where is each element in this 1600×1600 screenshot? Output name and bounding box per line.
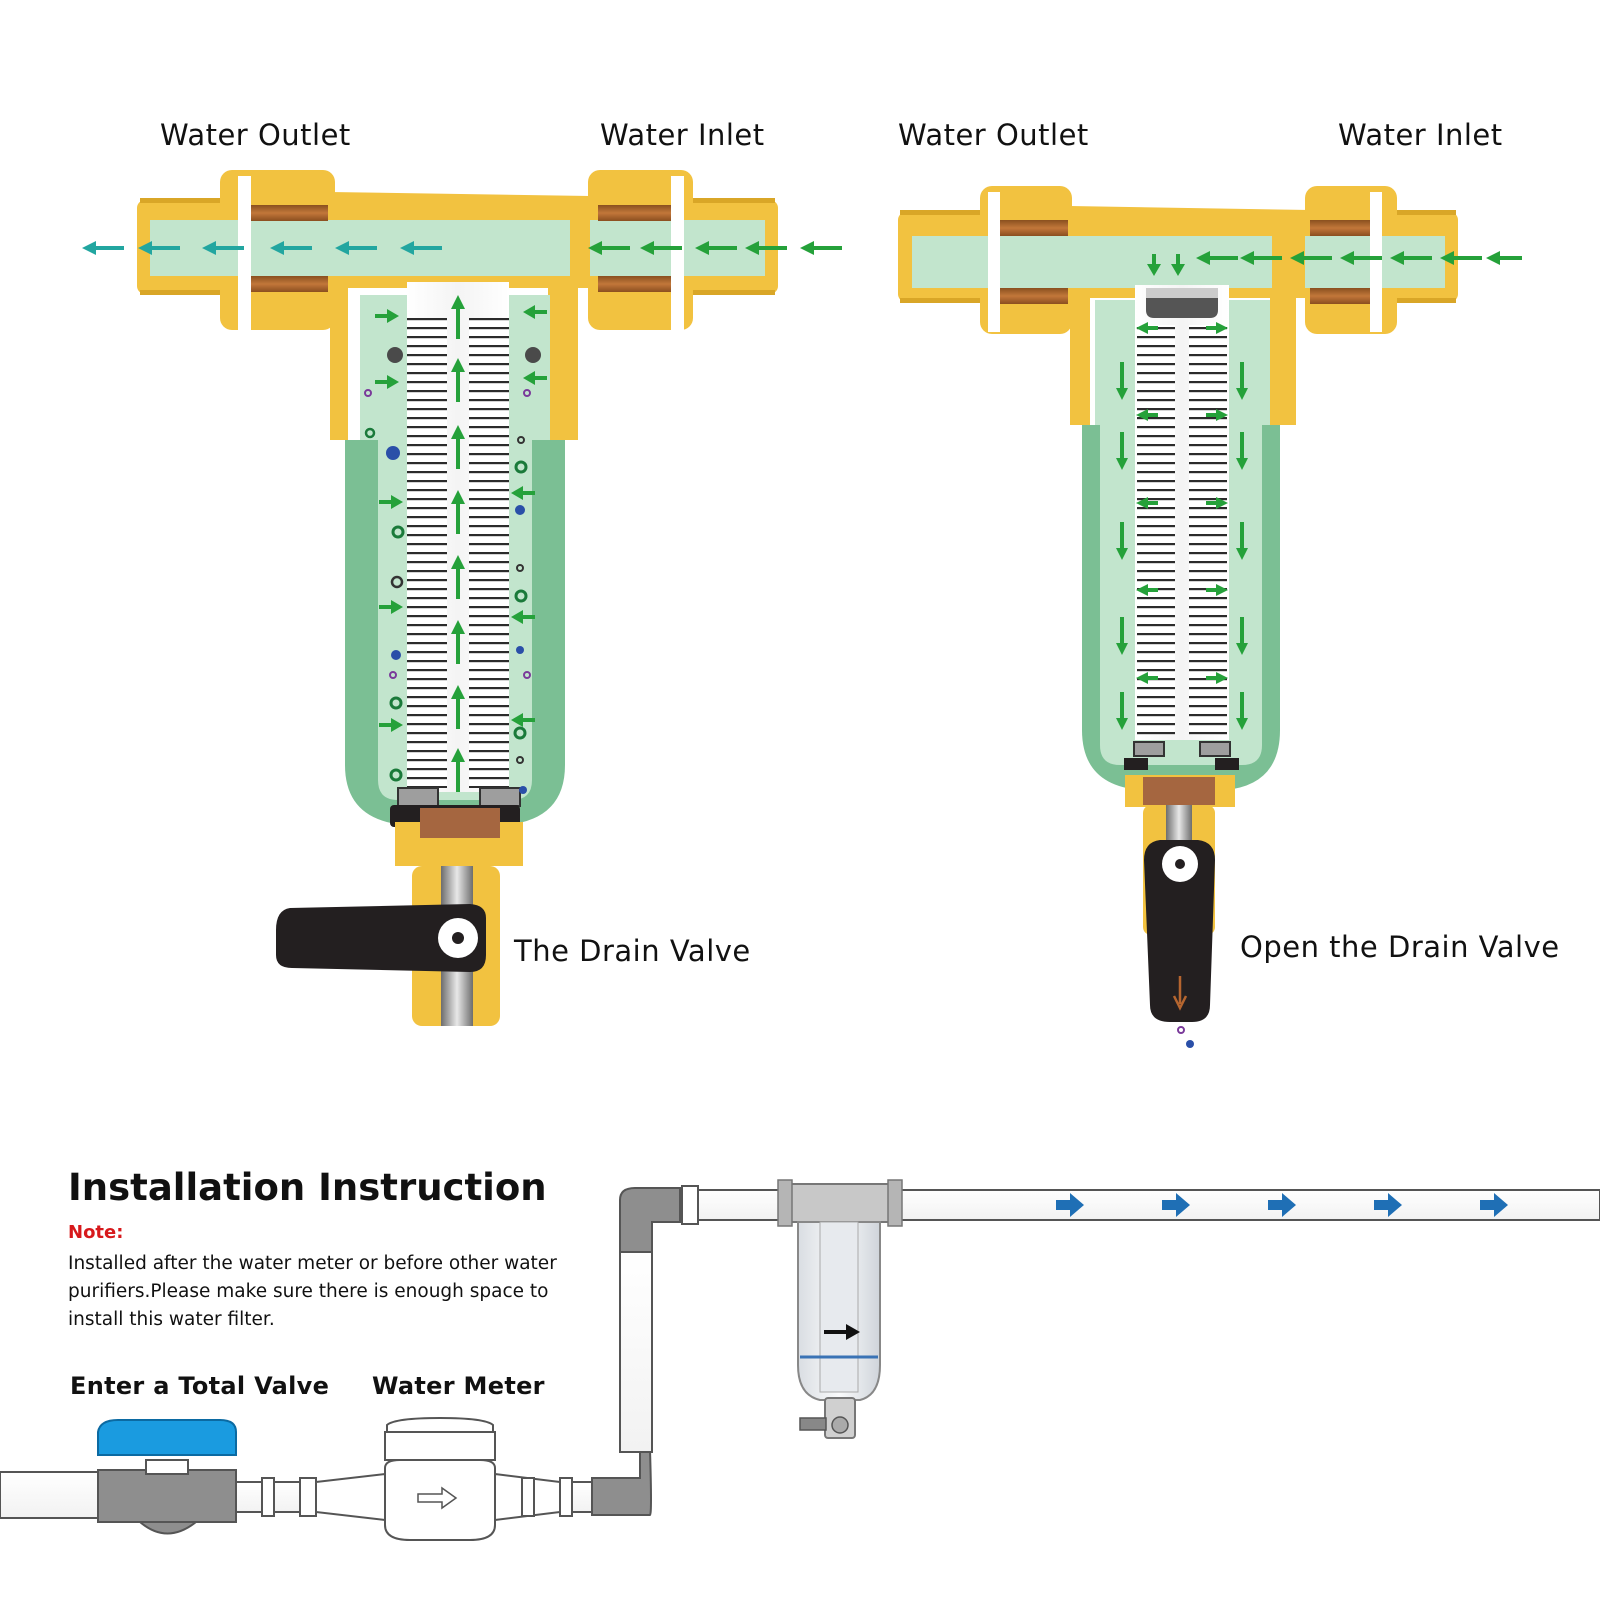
drain-valve-label: The Drain Valve	[514, 934, 751, 968]
installation-title: Installation Instruction	[68, 1166, 547, 1209]
small-filter-icon	[777, 1179, 903, 1439]
left-flow-arrows	[82, 241, 842, 792]
open-drain-valve-handle-icon	[1144, 840, 1215, 1022]
right-water-inlet-label: Water Inlet	[1338, 118, 1503, 152]
drain-valve-handle-icon	[276, 904, 486, 972]
right-water-outlet-label: Water Outlet	[898, 118, 1089, 152]
note-label: Note:	[68, 1222, 124, 1243]
open-drain-valve-label: Open the Drain Valve	[1240, 930, 1560, 964]
total-valve-label: Enter a Total Valve	[70, 1372, 330, 1400]
installation-piping	[0, 1179, 1600, 1541]
note-text: Installed after the water meter or befor…	[68, 1253, 557, 1330]
right-flow-arrows	[1116, 251, 1522, 730]
water-meter-icon	[315, 1416, 561, 1541]
left-sediment-particles	[364, 347, 541, 794]
left-water-outlet-label: Water Outlet	[160, 118, 351, 152]
left-water-inlet-label: Water Inlet	[600, 118, 765, 152]
total-valve-icon	[97, 1419, 237, 1535]
water-meter-label: Water Meter	[372, 1372, 545, 1400]
right-filter	[898, 186, 1458, 1048]
pipe-flow-arrows	[1056, 1193, 1508, 1217]
